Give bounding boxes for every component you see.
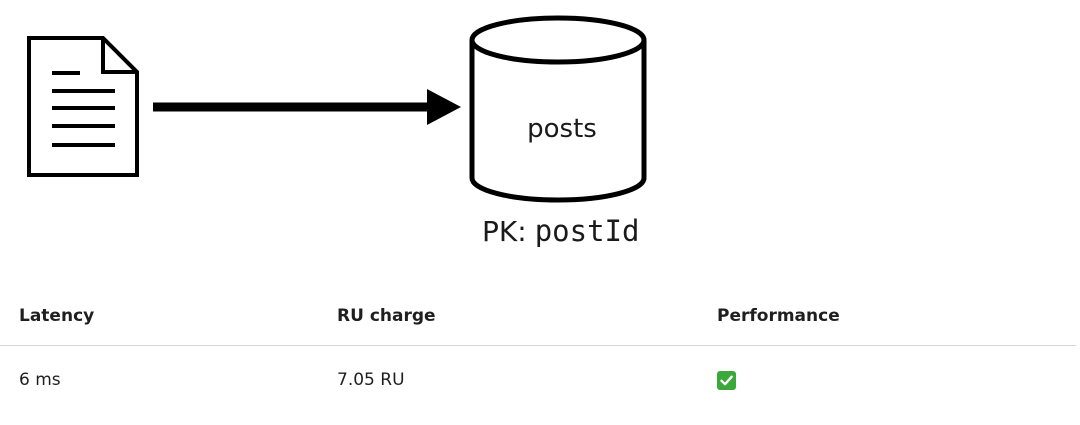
cell-latency: 6 ms: [19, 370, 61, 390]
document-icon: [27, 36, 139, 177]
check-mark-button-icon: [717, 370, 736, 390]
arrow-right-icon: [153, 89, 461, 125]
cell-ru-charge: 7.05 RU: [337, 370, 405, 390]
table-header-row: Latency RU charge Performance: [0, 287, 1076, 346]
container-label: posts: [527, 114, 597, 144]
partition-key-prefix: PK:: [482, 215, 527, 248]
header-performance: Performance: [698, 287, 1076, 346]
table-row: 6 ms 7.05 RU: [0, 346, 1076, 415]
cell-performance: [698, 346, 1076, 415]
database-cylinder-icon: [469, 15, 647, 203]
header-latency: Latency: [0, 287, 318, 346]
partition-key-value: postId: [534, 214, 640, 248]
partition-key: PK: postId: [470, 214, 730, 258]
metrics-table: Latency RU charge Performance 6 ms 7.05 …: [0, 287, 1076, 414]
diagram: posts: [27, 15, 647, 203]
header-ru-charge: RU charge: [318, 287, 698, 346]
